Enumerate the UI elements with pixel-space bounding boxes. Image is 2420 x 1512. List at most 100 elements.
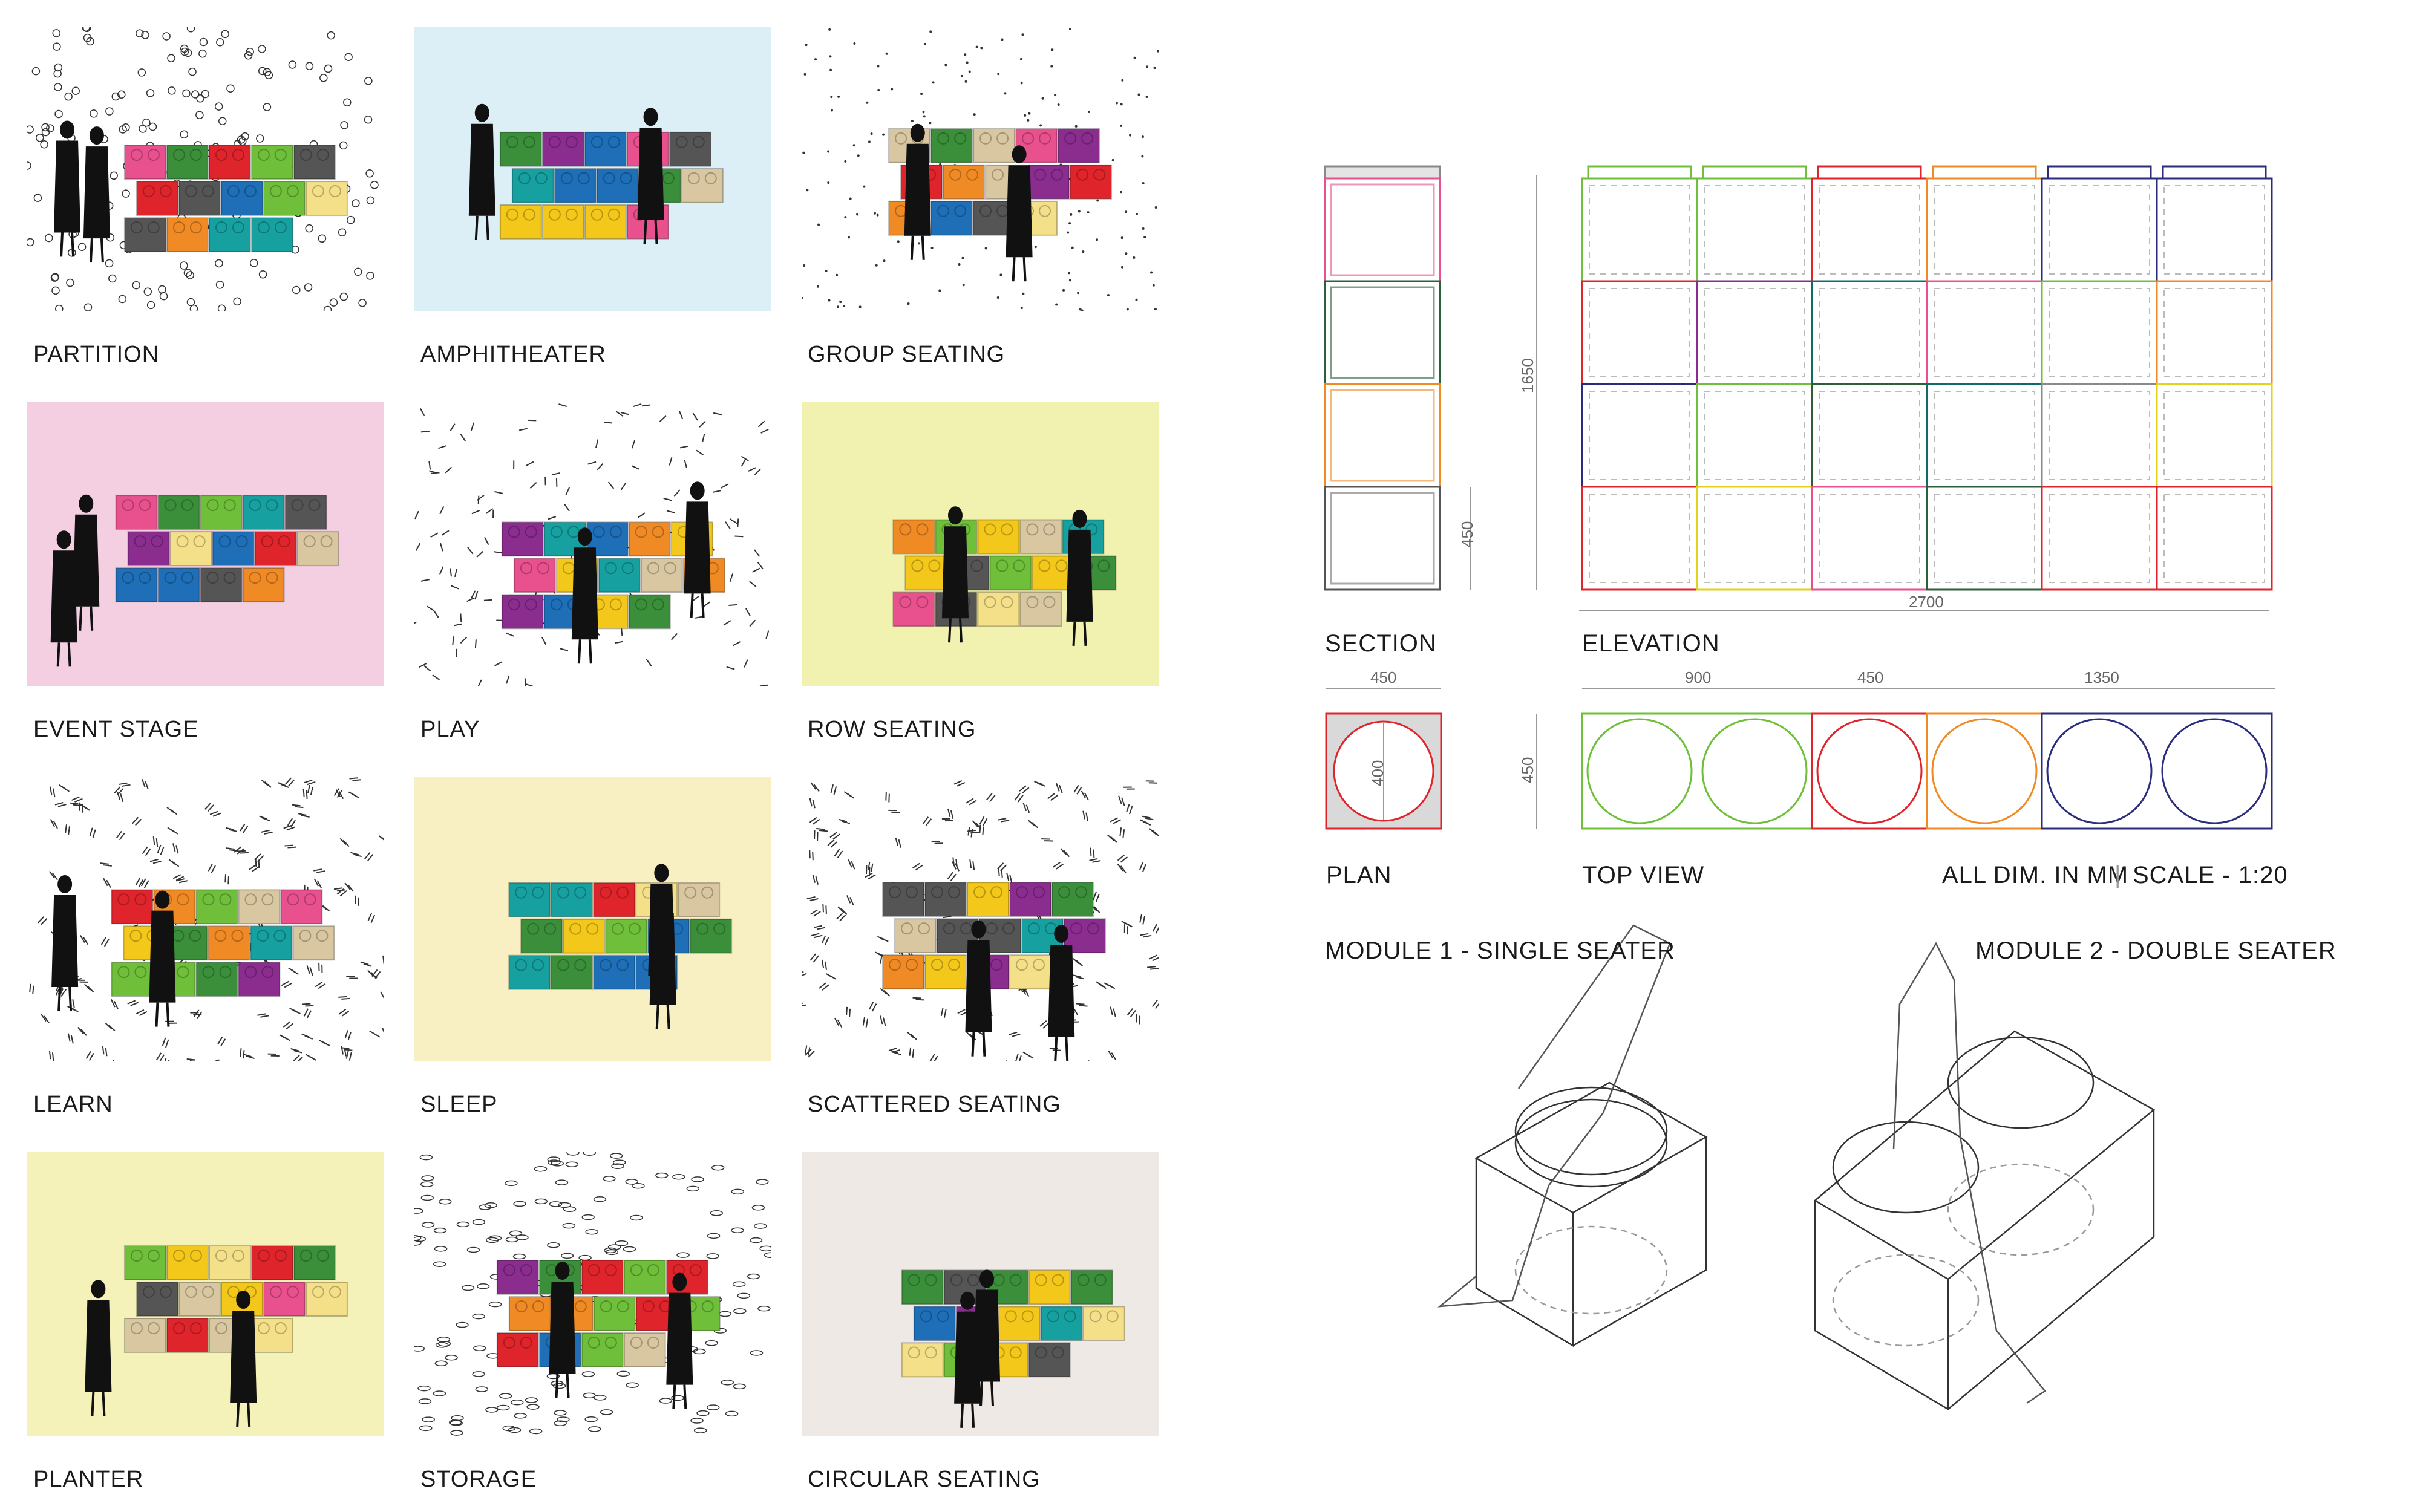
elevation-stud [1932,165,2037,180]
top-view-stud-circle [1586,718,1693,824]
top-view-stud-circle [2161,718,2268,824]
caption-planter: PLANTER [33,1467,144,1492]
elevation-cell-hidden-line [1934,288,2035,377]
tile-play [414,402,771,686]
tile-planter [27,1152,384,1436]
dim-450-top: 450 [1857,668,1884,686]
elevation-cell [1696,280,1813,385]
elevation-cell [1926,383,2043,488]
elevation-cell [1581,280,1698,385]
elevation-cell [1926,280,2043,385]
dim-2700: 2700 [1909,593,1944,611]
dim-900: 900 [1685,668,1712,686]
dim-1650: 1650 [1519,358,1537,393]
plan-label: PLAN [1326,862,1392,888]
caption-scattered-seating: SCATTERED SEATING [808,1092,1061,1117]
elevation-stud [1587,165,1692,180]
elevation-stud [2047,165,2152,180]
elevation-cell [1926,486,2043,591]
caption-partition: PARTITION [33,342,160,367]
elevation-cell [1696,486,1813,591]
elevation-cell-hidden-line [2049,185,2150,275]
dim-450-section: 450 [1458,521,1476,547]
elevation-cell-hidden-line [1819,185,1920,275]
elevation-cell [2156,383,2273,488]
elevation-cell-hidden-line [1589,494,1690,583]
elevation-cell [2041,177,2158,282]
scale-note: SCALE - 1:20 [2133,862,2288,888]
dim-400: 400 [1369,760,1387,786]
dim-450-plan: 450 [1370,668,1397,686]
elevation-cell [1581,486,1698,591]
module-1-title: MODULE 1 - SINGLE SEATER [1325,937,1675,964]
elevation-cell-hidden-line [1704,288,1805,377]
tile-scattered-seating [802,777,1159,1061]
caption-storage: STORAGE [420,1467,537,1492]
elevation-cell-hidden-line [1704,494,1805,583]
dim-450-top-h: 450 [1519,757,1537,783]
top-view-stud-circle [2046,718,2153,824]
elevation-cell [1581,383,1698,488]
elevation-cell-hidden-line [2163,391,2265,480]
top-view-module [1926,712,2043,830]
module-2-title: MODULE 2 - DOUBLE SEATER [1975,937,2337,964]
elevation-cell-hidden-line [1819,391,1920,480]
elevation-cell [1811,486,1928,591]
elevation-cell-hidden-line [2163,185,2265,275]
elevation-stud [1702,165,1807,180]
elevation-cell [1696,177,1813,282]
caption-circular-seating: CIRCULAR SEATING [808,1467,1041,1492]
tile-storage [414,1152,771,1436]
elevation-cell-hidden-line [1704,391,1805,480]
dims-note: ALL DIM. IN MM [1942,862,2129,888]
elevation-cell [2156,486,2273,591]
elevation-cell [1581,177,1698,282]
top-view-stud-circle [1931,718,2038,824]
elevation-cell-hidden-line [1819,494,1920,583]
tile-circular-seating [802,1152,1159,1436]
elevation-cell-hidden-line [2163,494,2265,583]
topview-label: TOP VIEW [1582,862,1705,888]
elevation-cell-hidden-line [2049,494,2150,583]
tile-sleep [414,777,771,1061]
module-1-drawing [1437,924,1708,1347]
elevation-cell-hidden-line [2163,288,2265,377]
elevation-stud [2162,165,2267,180]
tile-row-seating [802,402,1159,686]
caption-play: PLAY [420,717,480,742]
elevation-cell-hidden-line [1934,391,2035,480]
section-label: SECTION [1325,630,1437,657]
elevation-cell [2156,280,2273,385]
elevation-cell-hidden-line [1704,185,1805,275]
module-2-drawing [1813,942,2156,1411]
top-view-drawing [1581,712,2273,830]
elevation-cell [2041,486,2158,591]
elevation-cell [2041,280,2158,385]
tile-partition [27,27,384,311]
elevation-cell-hidden-line [1589,288,1690,377]
elevation-cell [1811,280,1928,385]
elevation-cell-hidden-line [1934,185,2035,275]
top-view-stud-circle [1701,718,1808,824]
elevation-stud [1817,165,1922,180]
note-divider: | [2114,862,2122,888]
top-view-module [2041,712,2273,830]
elevation-cell [1811,177,1928,282]
caption-group-seating: GROUP SEATING [808,342,1006,367]
tile-learn [27,777,384,1061]
elevation-cell-hidden-line [2049,391,2150,480]
elevation-drawing [1581,165,2273,591]
caption-learn: LEARN [33,1092,113,1117]
elevation-cell-hidden-line [1589,185,1690,275]
elevation-cell [1811,383,1928,488]
elevation-cell-hidden-line [1819,288,1920,377]
plan-drawing [1325,712,1442,830]
elevation-cell [2156,177,2273,282]
top-view-module [1811,712,1928,830]
elevation-cell [1696,383,1813,488]
elevation-label: ELEVATION [1582,630,1720,657]
tile-amphitheater [414,27,771,311]
elevation-cell-hidden-line [1589,391,1690,480]
top-view-module [1581,712,1813,830]
